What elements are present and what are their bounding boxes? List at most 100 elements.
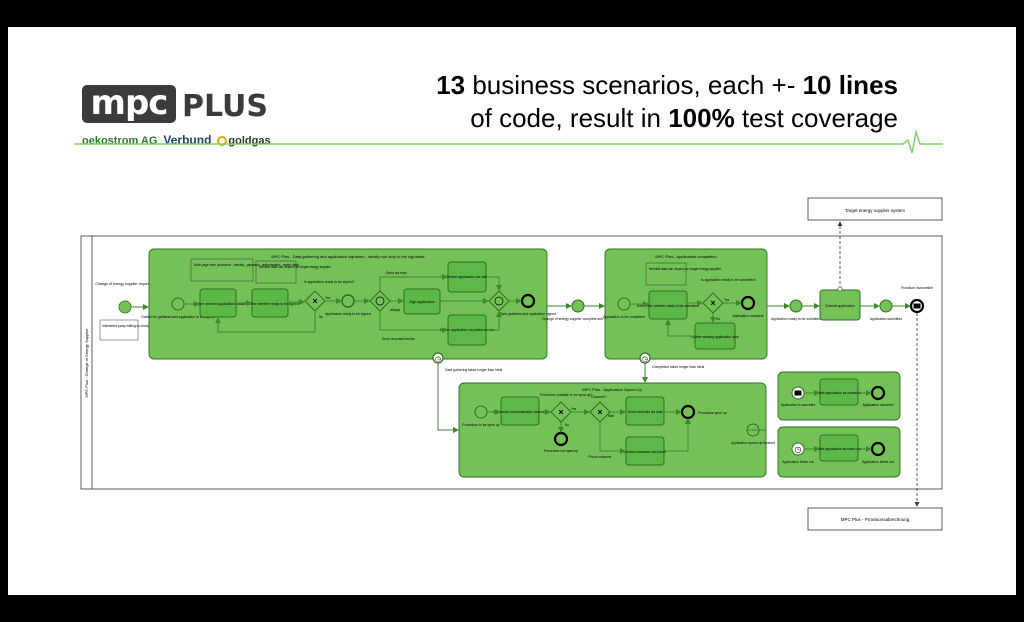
slide-title: 13 business scenarios, each +- 10 lines … — [436, 69, 898, 135]
provision-system-label: MPC Plus - Provisionsabrechnung — [841, 517, 910, 522]
cancel-start-message-icon — [794, 390, 802, 396]
end-provision-label: Provision invoiceable — [901, 286, 933, 290]
flow-9 — [379, 274, 448, 291]
flow-10 — [379, 311, 448, 333]
title-count: 13 — [436, 70, 466, 100]
cancel-start-label: Application is canceled — [781, 403, 816, 407]
sub1-note2-text: Needed data can depend on target energy … — [259, 265, 332, 269]
sub2-note — [645, 262, 687, 286]
task-gather-missing-label: Gather missing application data — [691, 335, 739, 339]
sub1-end[interactable] — [520, 293, 536, 309]
sub1-start-label: Data to be gathered and application to b… — [141, 315, 214, 319]
sequence-flows — [131, 274, 911, 454]
event-not-sped-up-label: Procedure not sped up — [544, 449, 578, 453]
sub3-start[interactable] — [474, 405, 488, 419]
task-send-reminder[interactable] — [625, 396, 665, 426]
task-mark-timed-out[interactable] — [819, 434, 859, 462]
task-determine-channels-label: Determine communication channels — [493, 410, 547, 414]
end-provision-message-icon — [913, 303, 921, 309]
start-event[interactable] — [118, 300, 132, 314]
logo-plus-text: PLUS — [182, 89, 269, 124]
task-deliver-mail-label: Deliver application via mail — [447, 275, 487, 279]
event-submitted[interactable] — [879, 299, 893, 313]
gateway-ready-submit-question: Is application ready to be submitted? — [701, 278, 756, 282]
sub1-title: MPC Plus - Data gathering and applicatio… — [271, 254, 425, 259]
sub2-start-label: Application to be completed — [603, 315, 645, 319]
flow-26 — [437, 363, 459, 433]
sub2-title: MPC Plus - Application completion — [655, 254, 716, 259]
title-line-1: 13 business scenarios, each +- 10 lines — [436, 69, 898, 102]
task-determine-sign[interactable] — [251, 288, 289, 318]
sub1-timer-clock-icon: ◷ — [435, 356, 441, 363]
event-ready-submit[interactable] — [789, 299, 803, 313]
task-mark-canceled-label: Mark application as canceled — [817, 391, 861, 395]
header-divider — [74, 129, 943, 154]
send-mail-label: Send via mail — [386, 271, 407, 275]
task-mark-canceled[interactable] — [819, 378, 859, 406]
gateway-channel-x-icon: × — [597, 407, 602, 417]
sub3-yes-label: Yes — [571, 407, 577, 411]
event-not-sped-up[interactable] — [553, 431, 569, 447]
task-gather-data-label: Gather needed application data — [193, 302, 243, 306]
sub2-note-text: Needed data can depend on target energy … — [649, 267, 722, 271]
flow-6 — [215, 311, 316, 333]
task-contact-phone-label: Contact customer via phone — [624, 450, 666, 454]
task-submit-application-label: Submit application — [825, 304, 854, 308]
task-mark-timed-out-label: Mark application as timed out — [817, 447, 861, 451]
event-complete-signed-label: Change of energy supplier complete and s… — [542, 317, 614, 321]
start-event-label: Change of energy supplier requested — [95, 282, 154, 286]
gateway-yes-label: Yes — [325, 296, 331, 300]
sub1-note1-text: Multi page form (customer-, identity-, p… — [194, 263, 299, 267]
sub2-start[interactable] — [617, 297, 631, 311]
timeout-start-label: Application times out — [782, 460, 813, 464]
sub2-end[interactable] — [740, 295, 756, 311]
mail-label: Mail — [608, 414, 614, 418]
event-ready-submit-label: Application ready to be submitted — [771, 317, 821, 321]
gateway-ready-sign-question: Is application ready to be signed? — [304, 280, 355, 284]
provision-system-pool — [807, 507, 943, 531]
timeout-end-label: Application timed out — [862, 460, 894, 464]
sub2-end-label: Application complete — [732, 314, 763, 318]
sub1-end-label: Data gathered and application signed — [500, 312, 556, 316]
send-postal-label: Send via postal service — [382, 337, 415, 341]
task-sign-application-label: Sign application — [409, 300, 434, 304]
timeout-end[interactable] — [870, 441, 886, 457]
task-determine-sign-label: Determine whether ready to be signed — [241, 302, 299, 306]
title-text-c: test coverage — [734, 103, 898, 133]
sub3-start-label: Procedure to be sped up — [462, 423, 499, 427]
task-deliver-postal-label: Deliver application via postal service — [440, 328, 495, 332]
sub1-start[interactable] — [171, 297, 185, 311]
pool-label: MPC Plus - Change of Energy Supplier — [84, 328, 89, 398]
event-ready-to-sign[interactable] — [341, 294, 355, 308]
task-determine-channels[interactable] — [500, 396, 540, 426]
sub2-yes-label: Yes — [724, 298, 730, 302]
title-coverage: 100% — [668, 103, 735, 133]
bpmn-diagram: Target energy supplier system MPC Plus -… — [80, 197, 943, 531]
message-flow-origin — [837, 286, 843, 292]
sub3-title: MPC Plus - Application Speed Up — [582, 387, 642, 392]
event-speed-up-finished-label: Application speed up finished — [731, 441, 775, 445]
gateway-event-based-ring — [375, 296, 385, 306]
sub3-no-label: No — [565, 423, 569, 427]
sub2-timer-label: Completion takes longer than ideal — [652, 365, 704, 369]
task-determine-submit-label: Determine whether ready to be submitted — [637, 304, 699, 308]
event-complete-signed[interactable] — [571, 299, 585, 313]
task-send-reminder-label: Send reminder via mail — [628, 410, 663, 414]
target-system-pool — [807, 197, 943, 221]
flow-35 — [664, 418, 691, 452]
gateway-merge-ring — [494, 296, 504, 306]
flow-21 — [665, 319, 695, 337]
sub1-note2 — [255, 260, 297, 284]
gateway-speed-possible-x-icon: × — [558, 407, 563, 417]
event-submitted-label: Application submitted — [870, 317, 902, 321]
event-sped-up[interactable] — [680, 404, 696, 420]
gateway-ready-sign-x-icon: × — [312, 296, 317, 306]
sub2-no-label: No — [716, 317, 720, 321]
flow-33 — [599, 422, 626, 454]
cancel-end[interactable] — [870, 385, 886, 401]
flow-12 — [486, 276, 502, 291]
target-system-label: Target energy supplier system — [845, 208, 905, 213]
event-ready-to-sign-label: Application ready to be signed — [325, 312, 371, 316]
sub1-note1 — [190, 258, 254, 282]
title-lines: 10 lines — [802, 70, 898, 100]
